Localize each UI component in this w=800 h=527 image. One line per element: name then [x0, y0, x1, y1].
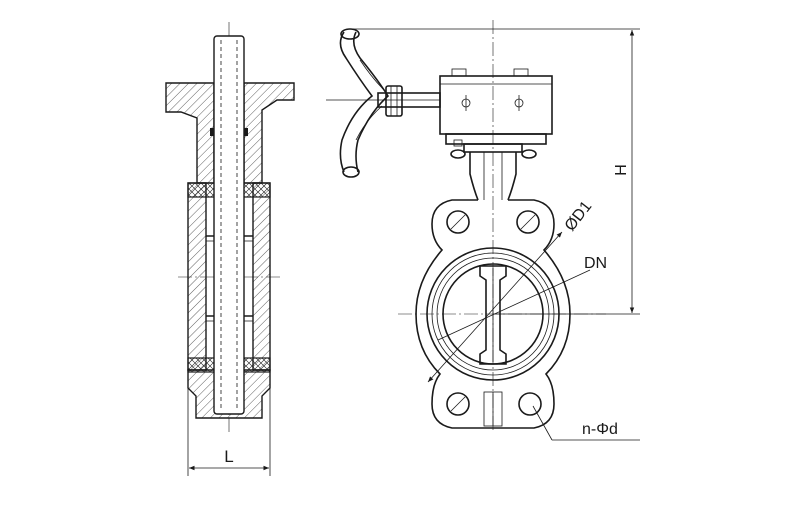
gearbox-nameplate	[453, 139, 463, 147]
d1-label: ØD1	[562, 198, 596, 234]
gearbox-adapter-plate	[463, 143, 523, 153]
dn-label: DN	[584, 255, 607, 272]
stem-oring-left	[210, 128, 214, 136]
h-label: H	[613, 164, 630, 176]
side-section-view: L	[165, 22, 295, 476]
lug-hole-bottom-left	[446, 392, 470, 416]
gearbox-body	[439, 75, 553, 135]
valve-stem	[213, 35, 245, 415]
gearbox-nut-right	[521, 149, 537, 159]
handwheel-spoke-upper	[359, 59, 385, 91]
bolt-hole-label: n-Φd	[582, 421, 618, 438]
lug-hole-top-right-mark	[520, 214, 536, 230]
top-flange-left	[165, 82, 215, 184]
handwheel-spoke-lower	[355, 105, 383, 141]
gearbox-base	[445, 133, 547, 145]
bolt-hole-leader-diagonal	[532, 405, 553, 441]
body-wall-right	[252, 182, 271, 371]
handwheel-lever	[339, 31, 390, 173]
gearbox-top-cap-left	[451, 68, 467, 77]
stem-oring-right	[244, 128, 248, 136]
front-view: ØD1 DN n-Φd H	[326, 20, 640, 441]
handwheel-bottom-knob	[342, 166, 360, 178]
lug-hole-top-left-mark	[450, 214, 466, 230]
gearbox-top-cap-right	[513, 68, 529, 77]
shaft-coupling	[385, 85, 403, 117]
valve-neck	[469, 152, 517, 201]
gearbox-nut-left	[450, 149, 466, 159]
d1-leader-line	[427, 231, 563, 383]
lug-hole-bottom-left-mark	[450, 396, 466, 412]
l-dimension-label: L	[224, 447, 233, 466]
lug-hole-bottom-right	[518, 392, 542, 416]
body-wall-left	[187, 182, 207, 371]
top-flange-right	[243, 82, 295, 184]
dn-leader-line	[437, 269, 591, 341]
